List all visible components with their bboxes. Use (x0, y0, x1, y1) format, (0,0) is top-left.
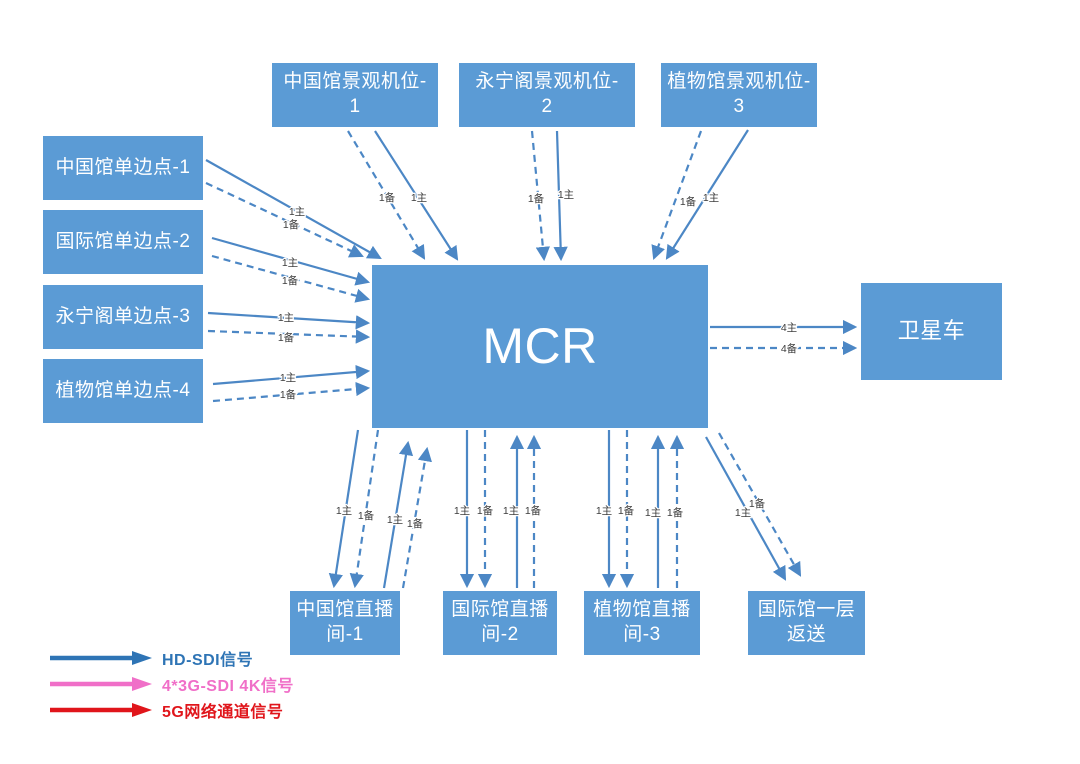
edge-label-weixing-backup: 4备 (781, 342, 798, 355)
node-weixingche: 卫星车 (861, 283, 1002, 380)
edge-jingguan3-backup (651, 130, 703, 261)
edge-danbian4-backup (212, 381, 371, 403)
edge-danbian1-backup (205, 182, 364, 258)
edge-label-jingguan3-backup: 1备 (680, 195, 697, 208)
legend-item-hd-sdi: HD-SDI信号 (48, 645, 294, 671)
legend-label-5g-channel: 5G网络通道信号 (162, 704, 284, 721)
node-danbian-2: 国际馆单边点-2 (43, 210, 203, 274)
edge-danbian3-backup (207, 329, 371, 344)
edge-label-jingguan1-backup: 1备 (379, 191, 396, 204)
edge-jingguan1-main (374, 130, 459, 261)
node-danbian-4: 植物馆单边点-4 (43, 359, 203, 423)
legend-item-3g-sdi-4k: 4*3G-SDI 4K信号 (48, 671, 294, 697)
edge-danbian4-main (212, 364, 371, 386)
node-jingguan-1: 中国馆景观机位- 1 (272, 63, 438, 127)
edge-label-jingguan3-main: 1主 (703, 192, 719, 204)
edge-jingguan2-backup (530, 130, 550, 262)
edge-danbian3-main (207, 311, 371, 330)
edge-danbian2-main (211, 236, 371, 286)
node-zhibo-3: 植物馆直播 间-3 (584, 591, 700, 655)
edge-label-danbian3-main: 1主 (278, 312, 294, 324)
edge-jingguan3-main (665, 129, 749, 260)
legend-arrow-icon (50, 651, 152, 665)
node-zhibo-2: 国际馆直播 间-2 (443, 591, 557, 655)
edge-zhibo1-out-main (382, 440, 414, 589)
edge-danbian2-backup (211, 254, 371, 303)
edge-label-zhibo3-in-main: 1主 (596, 505, 612, 517)
edge-label-zhibo1-in-main: 1主 (336, 505, 352, 517)
edge-label-zhibo1-out-main: 1主 (387, 514, 403, 526)
edge-label-danbian4-backup: 1备 (280, 388, 297, 401)
edge-label-zhibo2-in-main: 1主 (454, 505, 470, 517)
edge-label-zhibo3-out-main: 1主 (645, 507, 661, 519)
node-danbian-1: 中国馆单边点-1 (43, 136, 203, 200)
edge-label-zhibo3-out-backup: 1备 (667, 506, 684, 519)
edge-fansong-backup (718, 432, 802, 577)
edge-label-jingguan2-backup: 1备 (528, 192, 545, 205)
edge-jingguan1-backup (347, 130, 426, 260)
edge-label-fansong-main: 1主 (735, 507, 751, 519)
legend: HD-SDI信号 4*3G-SDI 4K信号 5G网络通道信号 (48, 645, 294, 723)
edge-zhibo1-in-main (328, 429, 360, 589)
edge-label-weixing-main: 4主 (781, 322, 797, 334)
edge-label-danbian2-main: 1主 (282, 257, 298, 269)
node-jingguan-2: 永宁阁景观机位- 2 (459, 63, 635, 127)
edge-label-zhibo2-in-backup: 1备 (477, 504, 494, 517)
edge-label-danbian4-main: 1主 (280, 372, 296, 384)
legend-item-5g-channel: 5G网络通道信号 (48, 697, 294, 723)
edge-label-jingguan1-main: 1主 (411, 192, 427, 204)
legend-arrow-icon (50, 703, 152, 717)
edge-label-jingguan2-main: 1主 (558, 189, 574, 201)
legend-label-3g-sdi-4k: 4*3G-SDI 4K信号 (162, 678, 294, 695)
edge-label-zhibo1-out-backup: 1备 (407, 517, 424, 530)
legend-label-hd-sdi: HD-SDI信号 (162, 652, 254, 669)
edge-label-zhibo1-in-backup: 1备 (358, 509, 375, 522)
edge-zhibo1-in-backup (349, 429, 380, 589)
edge-label-danbian1-backup: 1备 (283, 218, 300, 231)
edge-label-danbian3-backup: 1备 (278, 331, 295, 344)
node-jingguan-3: 植物馆景观机位- 3 (661, 63, 817, 127)
edge-danbian1-main (205, 159, 382, 260)
edge-label-danbian2-backup: 1备 (282, 274, 299, 287)
legend-arrow-icon (50, 677, 152, 691)
edge-label-zhibo2-out-backup: 1备 (525, 504, 542, 517)
node-danbian-3: 永宁阁单边点-3 (43, 285, 203, 349)
edge-label-zhibo3-in-backup: 1备 (618, 504, 635, 517)
edge-jingguan2-main (553, 130, 568, 262)
edge-label-zhibo2-out-main: 1主 (503, 505, 519, 517)
node-mcr: MCR (372, 265, 708, 428)
edge-label-fansong-backup: 1备 (749, 497, 766, 510)
edge-fansong-main (705, 436, 787, 581)
node-zhibo-1: 中国馆直播 间-1 (290, 591, 400, 655)
edge-label-danbian1-main: 1主 (289, 206, 305, 218)
node-fansong: 国际馆一层 返送 (748, 591, 865, 655)
